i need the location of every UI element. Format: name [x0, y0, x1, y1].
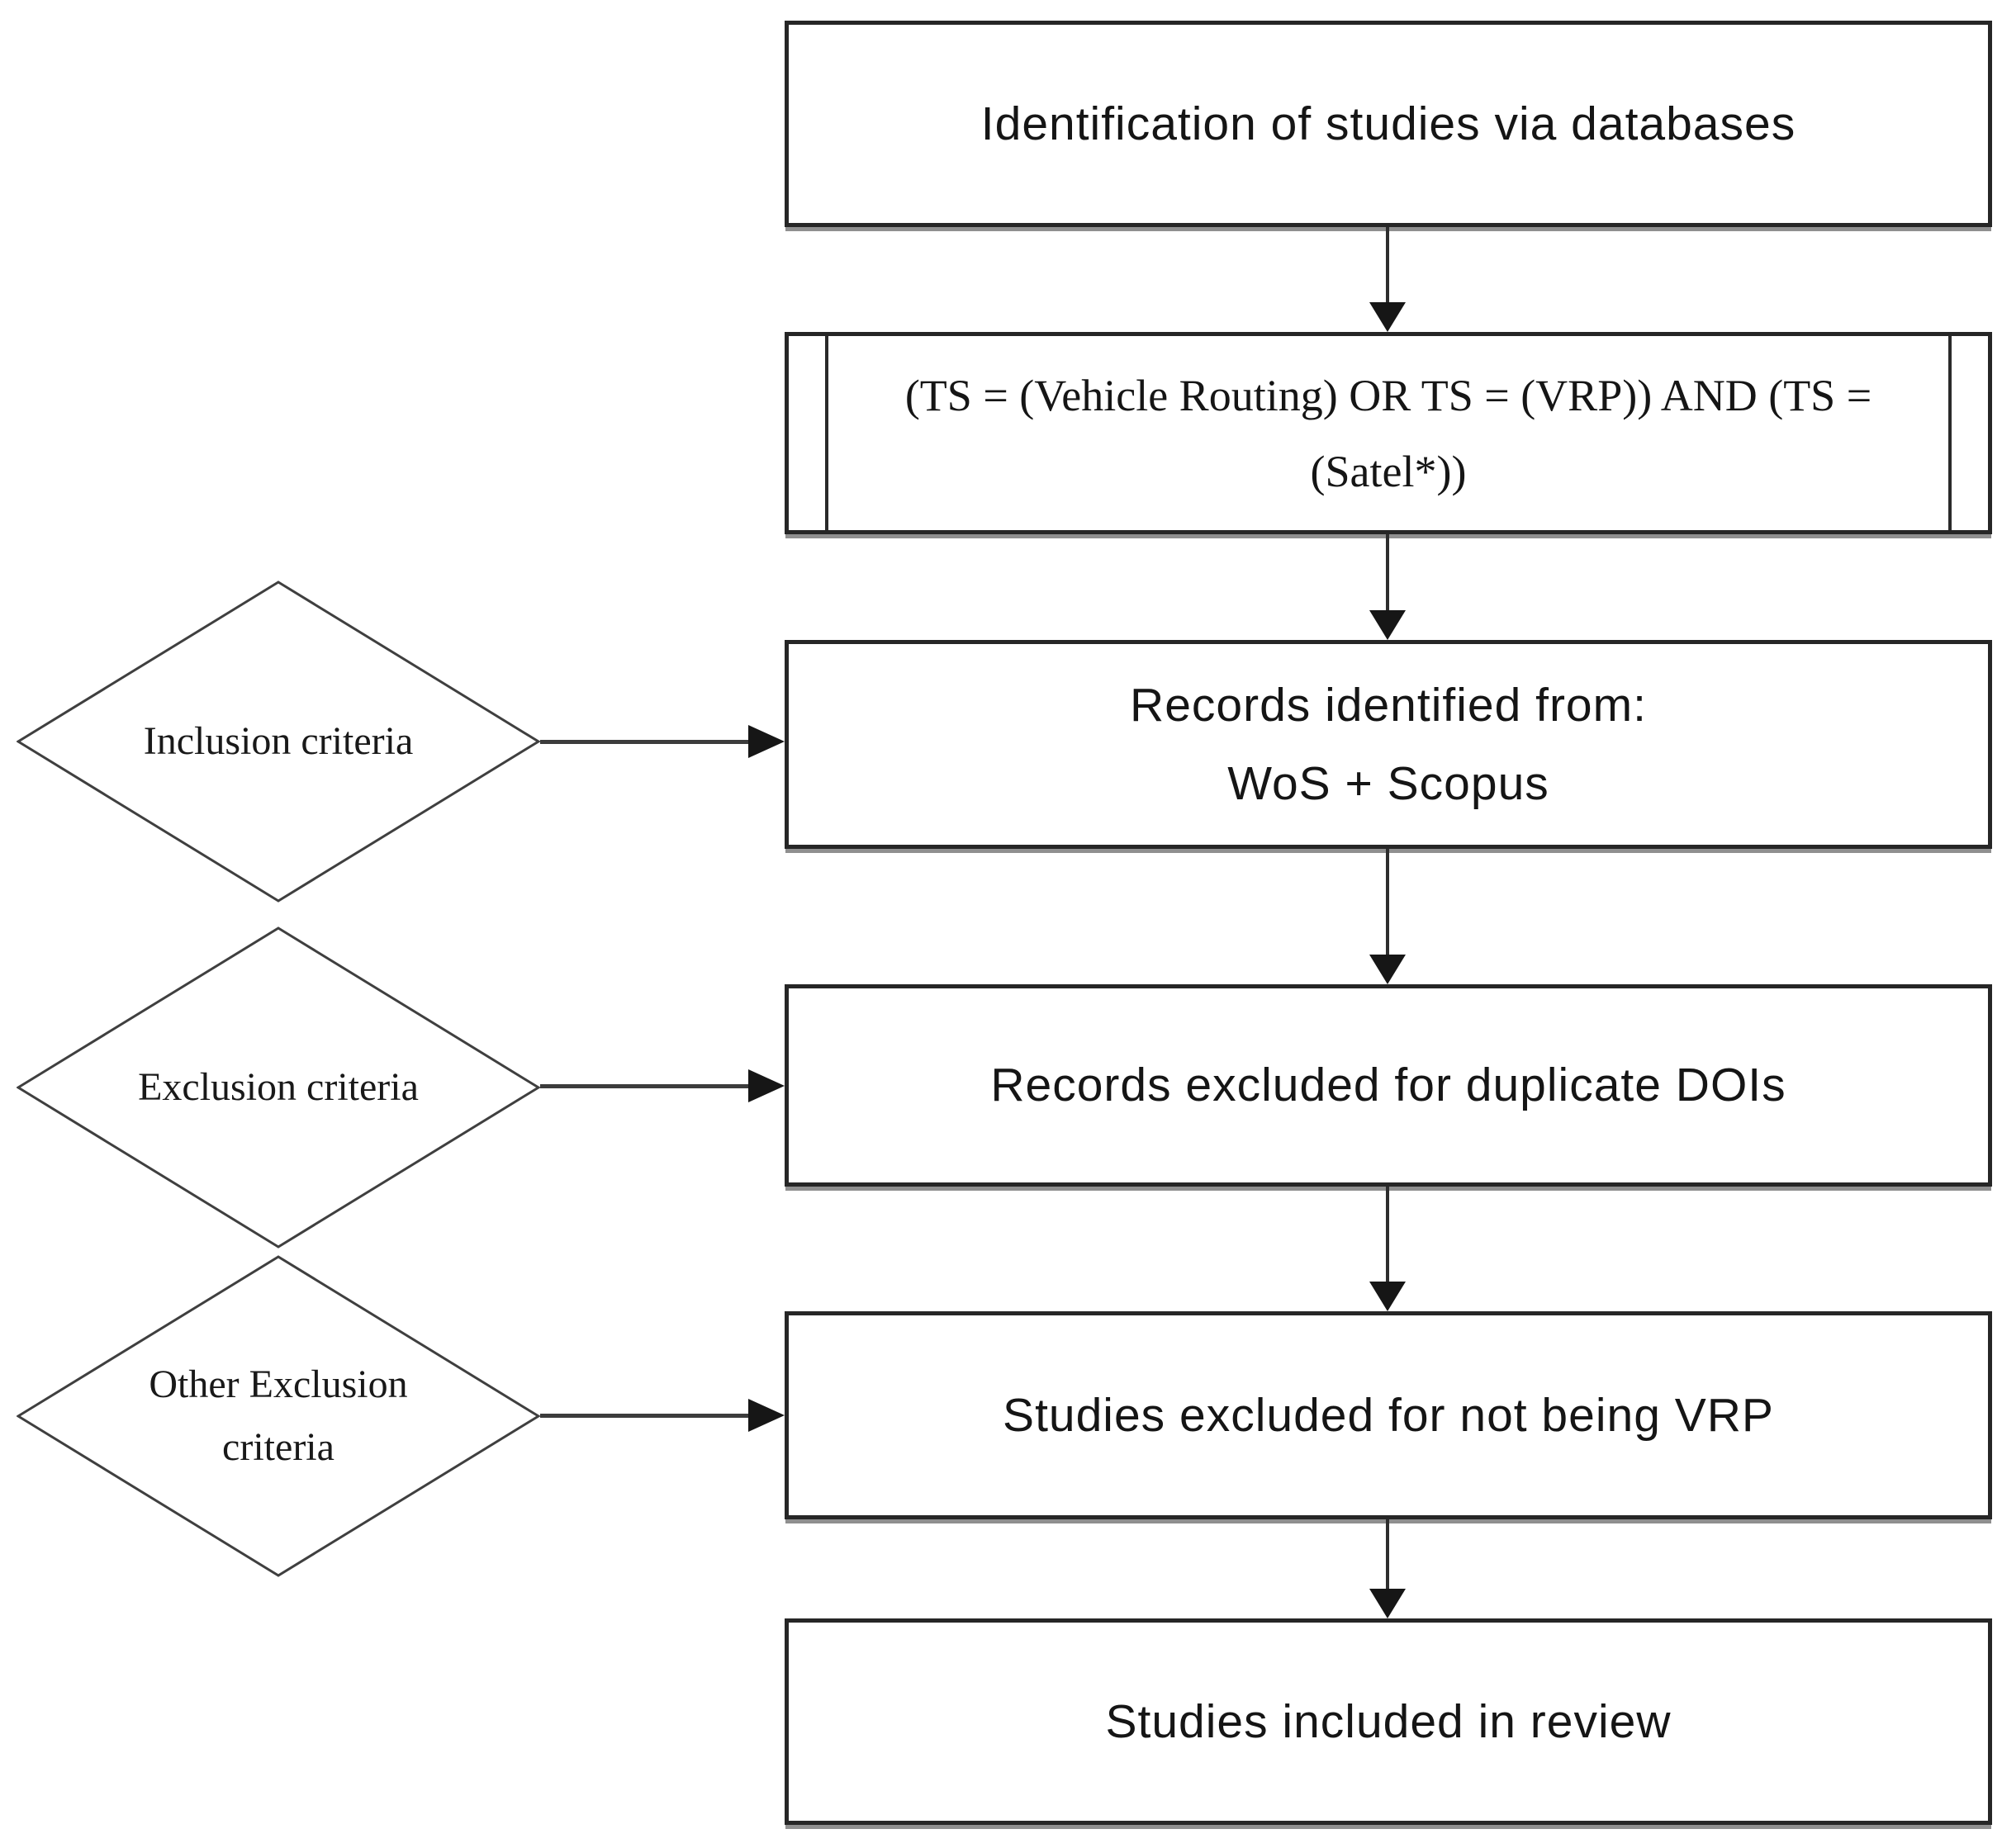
arrow-line: [1386, 227, 1389, 302]
diamond-inclusion-criteria: [17, 580, 540, 903]
flow-box-identification: Identification of studies via databases: [785, 21, 1992, 227]
flow-box-search-query: (TS = (Vehicle Routing) OR TS = (VRP)) A…: [785, 332, 1992, 534]
diamond-label: Inclusion criteria: [17, 580, 540, 903]
arrow-line: [540, 1414, 748, 1418]
predefined-process-right-bar: [1948, 336, 1952, 530]
arrow-line: [1386, 1187, 1389, 1282]
right-arrowhead-icon: [748, 725, 785, 758]
diamond-text-line: Exclusion criteria: [138, 1065, 419, 1109]
box-text-line: WoS + Scopus: [1227, 756, 1549, 810]
box-text-line: Identification of studies via databases: [980, 97, 1796, 150]
diamond-shape: [17, 926, 540, 1249]
diamond-label: Other Exclusion criteria: [17, 1255, 540, 1577]
down-arrowhead-icon: [1369, 1589, 1406, 1618]
flow-box-studies-included: Studies included in review: [785, 1618, 1992, 1825]
box-text-line: Studies excluded for not being VRP: [1003, 1388, 1774, 1442]
down-arrowhead-icon: [1369, 955, 1406, 984]
box-text-line: (Satel*)): [1310, 446, 1467, 496]
down-arrowhead-icon: [1369, 302, 1406, 332]
arrow-line: [1386, 1519, 1389, 1589]
diamond-shape: [17, 580, 540, 903]
flow-box-records-excluded: Records excluded for duplicate DOIs: [785, 984, 1992, 1187]
box-text-line: Records identified from:: [1130, 678, 1647, 732]
arrow-line: [1386, 849, 1389, 955]
diamond-text-line: Inclusion criteria: [143, 719, 414, 763]
down-arrowhead-icon: [1369, 1282, 1406, 1311]
arrow-line: [540, 1084, 748, 1088]
flow-box-records-identified: Records identified from: WoS + Scopus: [785, 640, 1992, 849]
box-text-line: Studies included in review: [1105, 1694, 1672, 1748]
box-text-line: Records excluded for duplicate DOIs: [990, 1059, 1786, 1111]
right-arrowhead-icon: [748, 1399, 785, 1432]
box-text-line: (TS = (Vehicle Routing) OR TS = (VRP)) A…: [904, 370, 1872, 420]
diamond-shape: [17, 1255, 540, 1577]
down-arrowhead-icon: [1369, 610, 1406, 640]
diamond-other-exclusion-criteria: [17, 1255, 540, 1577]
arrow-line: [540, 740, 748, 744]
diamond-text-line: Other Exclusion: [149, 1362, 408, 1406]
right-arrowhead-icon: [748, 1069, 785, 1102]
diamond-text-line: criteria: [222, 1425, 334, 1469]
diamond-exclusion-criteria: [17, 926, 540, 1249]
flow-box-studies-excluded: Studies excluded for not being VRP: [785, 1311, 1992, 1519]
arrow-line: [1386, 534, 1389, 610]
diamond-label: Exclusion criteria: [17, 926, 540, 1249]
predefined-process-left-bar: [825, 336, 828, 530]
